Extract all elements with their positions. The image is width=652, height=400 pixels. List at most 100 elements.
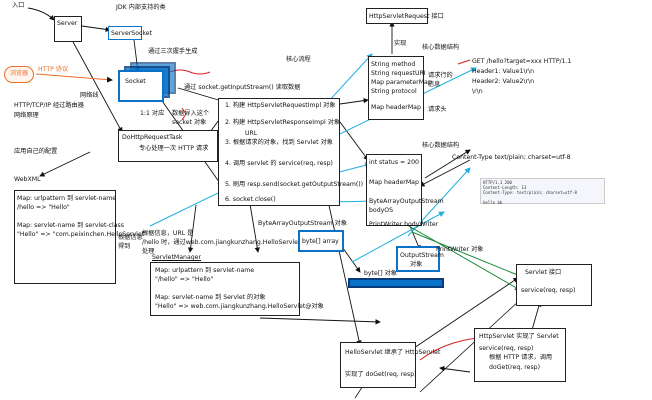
outputstream-label: OutputStream <box>400 252 444 259</box>
server-to-task <box>71 39 123 133</box>
byte-obj-label: byte[] 对象 <box>364 270 397 277</box>
servlet-impl <box>531 301 542 331</box>
url-label: URL <box>245 130 258 137</box>
resp-bos: ByteArrayOutputStream <box>369 198 444 205</box>
hello-to-iface <box>407 277 519 353</box>
resp-body: bodyOS <box>369 207 394 214</box>
task-box: DoHttpRequestTask 专心处理一次 HTTP 请求 <box>118 130 218 162</box>
crlf: \r\n <box>472 88 483 95</box>
http-proto-label: HTTP 协议 <box>38 66 69 73</box>
get-label: 得到 <box>118 243 131 250</box>
by-method-label: 根据 HTTP 请求，调用 <box>489 354 553 361</box>
lookup-desc-2: /hello 时，通过web.com.jiangkunzhang.HelloSe… <box>142 239 319 246</box>
http-doget: doGet(req, resp) <box>489 364 541 371</box>
step-6: 6. socket.close() <box>225 196 276 203</box>
socket-box: Socket <box>118 70 164 102</box>
resp-status: int status = 200 <box>369 159 419 166</box>
tcp-ip-label: HTTP/TCP/IP 经过路由器 <box>14 102 84 109</box>
task-to-webxml <box>39 151 91 177</box>
app-config-label: 应用自己的配置 <box>14 148 58 155</box>
response-box: int status = 200 Map headerMap ByteArray… <box>366 154 444 228</box>
sm-map-2-ex: "Hello" => web.com.jiangkunzhang.HelloSe… <box>155 303 324 310</box>
content-type-label: Content-Type text/plain; charset=utf-8 <box>452 154 571 161</box>
request-iface-label: HttpServletRequest 接口 <box>369 13 444 20</box>
bytes-box: byte[] array <box>298 230 344 252</box>
webxml-label: WebXML <box>14 176 41 183</box>
bytes-label: byte[] array <box>302 238 339 245</box>
server-to-serversocket <box>81 25 111 33</box>
step-5: 5. 刷用 resp.send(socket.getOutputStream()… <box>225 181 364 188</box>
header-2: Header2: Value2\r\n <box>472 78 535 85</box>
red-bracket <box>181 107 187 121</box>
ct-link <box>419 159 471 187</box>
servlet-iface-box: Servlet 接口 service(req, resp) <box>516 264 592 306</box>
req-uri: String requestURI <box>371 70 426 77</box>
sm-map-2: Map: servlet-name 到 Servlet 的对象 <box>155 294 266 301</box>
task-title: DoHttpRequestTask <box>122 134 183 141</box>
red-wave <box>169 69 211 75</box>
red-line-hello <box>457 59 471 65</box>
hello-doget: 实现了 doGet(req, resp) <box>345 371 417 378</box>
sm-map-1-ex: "/hello" => "Hello" <box>155 276 214 283</box>
servlet-manager-label: ServletManager <box>152 254 202 261</box>
webxml-map-class-ex: "Hello" => "com.peixinchen.HelloServlet" <box>17 231 147 238</box>
green-line-1 <box>387 213 521 291</box>
serversocket-box: ServerSocket <box>108 26 152 40</box>
by-info-label: 根据信息 <box>118 234 143 241</box>
servlet-service: service(req, resp) <box>521 287 576 294</box>
blue-line-5 <box>351 211 445 263</box>
object-label: 对象 <box>410 261 423 268</box>
req-param: Map parameterMap <box>371 79 432 86</box>
req-method: String method <box>371 61 416 68</box>
server-box: Server <box>54 16 82 42</box>
entry-arrow <box>27 7 55 21</box>
webxml-map-url-ex: /hello => "Hello" <box>17 204 70 211</box>
req-head-label: 请求头 <box>428 106 447 113</box>
sm-map-1: Map: urlpattern 到 servlet-name <box>155 267 255 274</box>
webxml-map-url: Map: urlpattern 到 servlet-name <box>17 195 117 202</box>
servlet-manager-box: Map: urlpattern 到 servlet-name "/hello" … <box>150 262 324 316</box>
step-to-manager <box>187 204 197 253</box>
lookup-desc-1: 根据信息，URL 是 <box>142 230 194 237</box>
core-ds-2-label: 核心数据结构 <box>422 142 460 149</box>
steps-box: 1. 构建 HttpServletRequestImpl 对象 2. 构建 Ht… <box>218 98 363 206</box>
header-link <box>424 149 471 179</box>
create-socket-note: 通过三次握手生成 <box>148 48 198 55</box>
response-screenshot: HTTP/1.1 200 Content-Length: 13 Content-… <box>480 178 605 205</box>
req-info-label: 信息 <box>428 81 441 88</box>
get-input-label: 通过 socket.getInputStream() 读取数据 <box>184 84 301 91</box>
http-service: service(req, resp) <box>479 345 534 352</box>
one-to-one-label: 1:1 对应 <box>140 110 165 117</box>
hello-servlet-label: HelloServlet 继承了 HttpServlet <box>345 349 441 356</box>
output-pipe <box>348 278 444 288</box>
print-writer-label: PrintWriter 对象 <box>436 246 484 253</box>
green-line-2 <box>411 231 526 279</box>
request-box: String method String requestURI Map para… <box>368 56 432 120</box>
browser-node: 浏览器 <box>4 66 34 83</box>
process-label: 处理 <box>142 248 155 255</box>
http-get-line: GET /hello?target=xxx HTTP/1.1 <box>472 58 572 65</box>
servlet-iface-label: Servlet 接口 <box>525 269 562 276</box>
header-1: Header1: Value1\r\n <box>472 68 535 75</box>
implement-label: 实现 <box>394 40 407 47</box>
step-1: 1. 构建 HttpServletRequestImpl 对象 <box>225 102 336 109</box>
outputstream-box: OutputStream 对象 <box>396 246 444 272</box>
socket-obj-label: socket 对象 <box>172 119 207 126</box>
serversocket-label: ServerSocket <box>111 30 153 37</box>
request-iface-box: HttpServletRequest 接口 <box>366 8 444 24</box>
baos-label: ByteArrayOutputStream 对象 <box>258 220 348 227</box>
jdk-note: JDK 内部支持的类 <box>116 4 166 11</box>
entry-label: 入口 <box>12 2 25 9</box>
req-header: Map headerMap <box>371 104 421 111</box>
step1-to-request <box>339 97 369 105</box>
bottom-diag <box>419 299 521 393</box>
step-2: 2. 构建 HttpServletResponseImpl 对象 <box>225 119 341 126</box>
resp-header: Map headerMap <box>369 179 419 186</box>
task-desc: 专心处理一次 HTTP 请求 <box>139 145 209 152</box>
manager-to-servlet <box>259 317 381 325</box>
hello-servlet-box: HelloServlet 继承了 HttpServlet 实现了 doGet(r… <box>340 342 440 388</box>
core-flow-label: 核心流程 <box>286 56 311 63</box>
server-label: Server <box>57 20 78 27</box>
webxml-box: Map: urlpattern 到 servlet-name /hello =>… <box>14 190 147 284</box>
